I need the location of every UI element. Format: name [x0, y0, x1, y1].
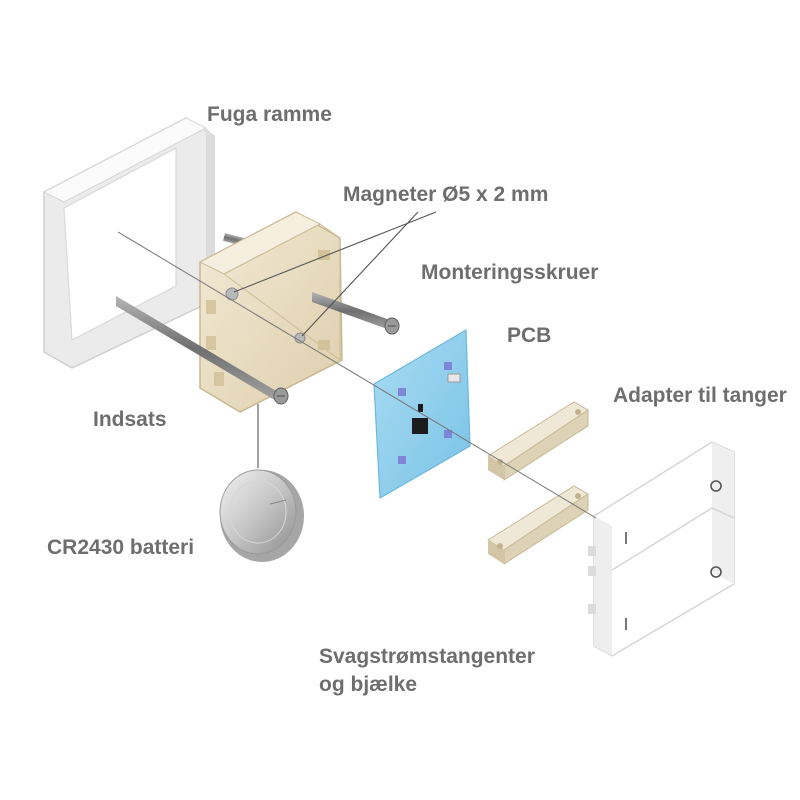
label-keys-line1: Svagstrømstangenter [319, 645, 535, 668]
circle-o-icon-lower [710, 566, 722, 578]
mounting-screw-lower [116, 296, 289, 405]
insert-body [198, 211, 343, 413]
label-fuga-frame: Fuga ramme [207, 103, 332, 126]
label-adapter: Adapter til tanger [613, 384, 787, 407]
label-pcb: PCB [507, 324, 551, 347]
key-adapter-lower [487, 485, 589, 565]
label-keys-line2: og bjælke [319, 673, 417, 696]
explosion-axis [117, 231, 597, 519]
cr2430-battery [219, 469, 304, 562]
label-mounting-screws: Monteringsskruer [421, 261, 598, 284]
leader-lines [233, 211, 437, 468]
label-magnets: Magneter Ø5 x 2 mm [343, 183, 548, 206]
circle-o-icon [710, 480, 722, 492]
switch-keys-and-bar [588, 441, 735, 657]
label-insert: Indsats [93, 408, 167, 431]
mounting-screw-upper [312, 292, 400, 335]
key-adapter-upper [487, 401, 589, 481]
label-battery: CR2430 batteri [47, 536, 194, 559]
fuga-frame [42, 117, 215, 369]
